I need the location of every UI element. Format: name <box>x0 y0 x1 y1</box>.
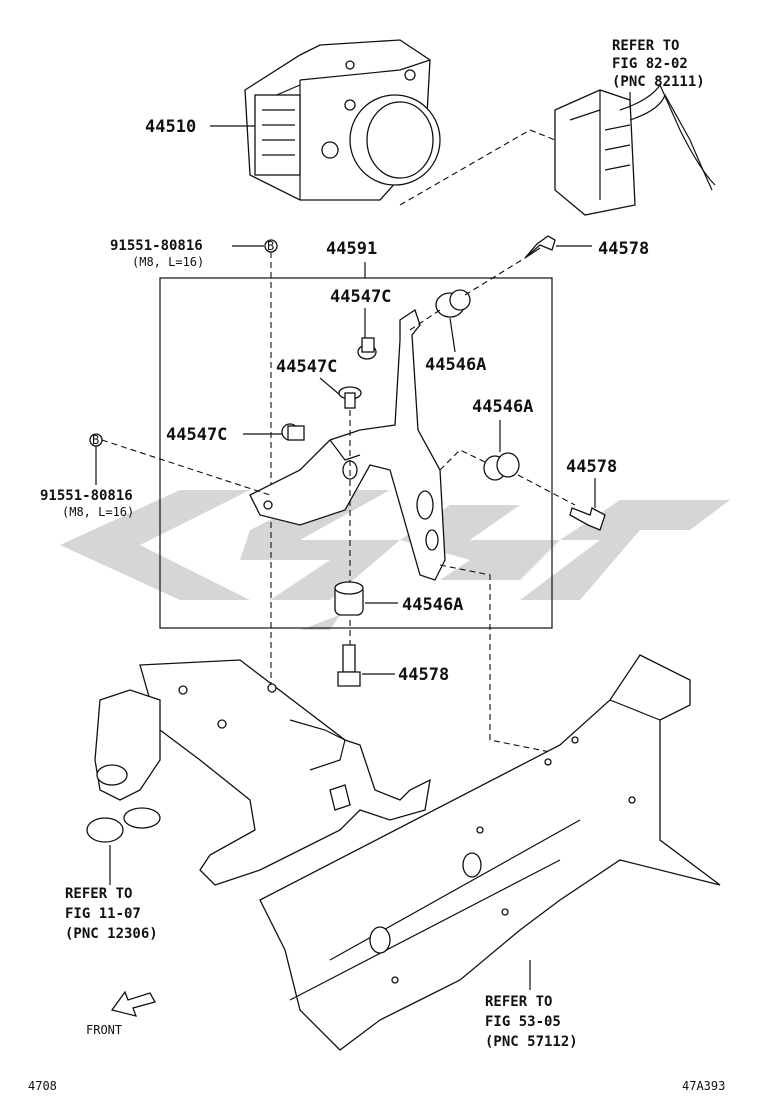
bolt-44578-bottom <box>337 644 361 687</box>
abs-actuator-44510 <box>244 39 441 201</box>
marker-b-left: B <box>92 433 99 447</box>
collar-44547c-middle <box>338 386 362 409</box>
label-bolt-b: 91551-80816 <box>40 488 133 504</box>
code-left: 4708 <box>28 1079 57 1093</box>
marker-b-top: B <box>267 239 274 253</box>
label-44546a-upper: 44546A <box>425 355 486 375</box>
code-right: 47A393 <box>682 1079 725 1093</box>
label-44510: 44510 <box>145 117 196 137</box>
label-44547c-middle: 44547C <box>276 357 337 377</box>
label-bolt-a: 91551-80816 <box>110 238 203 254</box>
ref53-line1: REFER TO <box>485 994 552 1010</box>
label-bolt-a-spec: (M8, L=16) <box>132 255 204 269</box>
ref82-line3: (PNC 82111) <box>612 74 705 90</box>
ref11-line3: (PNC 12306) <box>65 926 158 942</box>
grommet-44546a-upper <box>435 289 471 318</box>
vehicle-mount-frame <box>86 659 431 886</box>
label-44578-top: 44578 <box>598 239 649 259</box>
label-44546a-right: 44546A <box>472 397 533 417</box>
ref11-line2: FIG 11-07 <box>65 906 141 922</box>
label-44546a-lower: 44546A <box>402 595 463 615</box>
bolt-44578-right <box>569 507 606 531</box>
label-44547c-left: 44547C <box>166 425 227 445</box>
grommet-44546a-lower <box>334 581 364 616</box>
bolt-44578-top <box>524 235 556 259</box>
bracket-44591 <box>249 308 446 581</box>
wiring-connector <box>554 83 716 216</box>
collar-44547c-upper <box>357 337 377 360</box>
label-44591: 44591 <box>326 239 377 259</box>
side-member-frame <box>259 654 721 1051</box>
ref11-line1: REFER TO <box>65 886 132 902</box>
ref53-line2: FIG 53-05 <box>485 1014 561 1030</box>
bracket-group-frame <box>159 277 553 629</box>
ref82-line1: REFER TO <box>612 38 679 54</box>
label-44547c-upper: 44547C <box>330 287 391 307</box>
grommet-44546a-right <box>483 452 520 481</box>
ref53-line3: (PNC 57112) <box>485 1034 578 1050</box>
label-44578-bottom: 44578 <box>398 665 449 685</box>
label-bolt-b-spec: (M8, L=16) <box>62 505 134 519</box>
ref82-line2: FIG 82-02 <box>612 56 688 72</box>
label-44578-right: 44578 <box>566 457 617 477</box>
front-arrow-icon <box>110 990 156 1017</box>
label-front: FRONT <box>86 1023 122 1037</box>
collar-44547c-left <box>281 423 305 441</box>
